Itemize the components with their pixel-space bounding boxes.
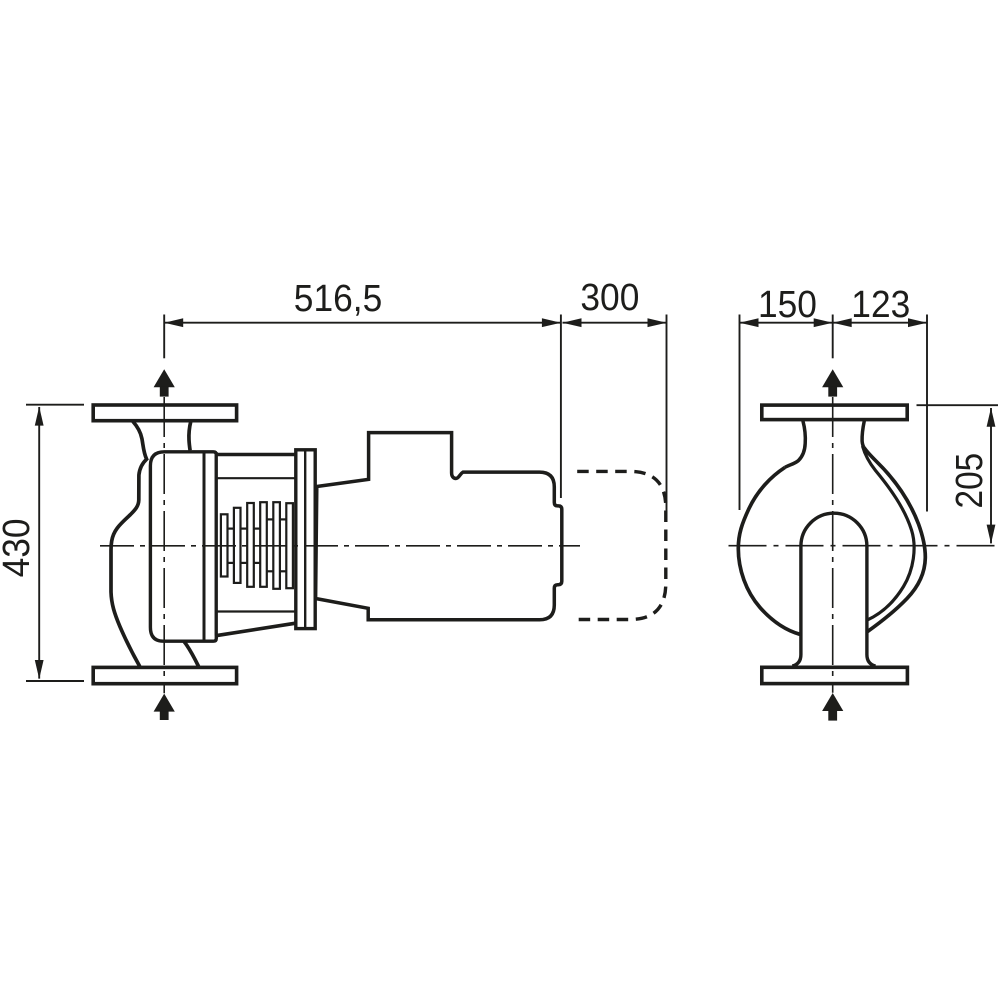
svg-text:123: 123 — [851, 283, 910, 325]
svg-text:430: 430 — [0, 518, 37, 577]
svg-text:150: 150 — [758, 283, 817, 325]
svg-text:516,5: 516,5 — [294, 277, 382, 319]
svg-text:300: 300 — [580, 276, 639, 318]
svg-text:205: 205 — [948, 453, 990, 509]
